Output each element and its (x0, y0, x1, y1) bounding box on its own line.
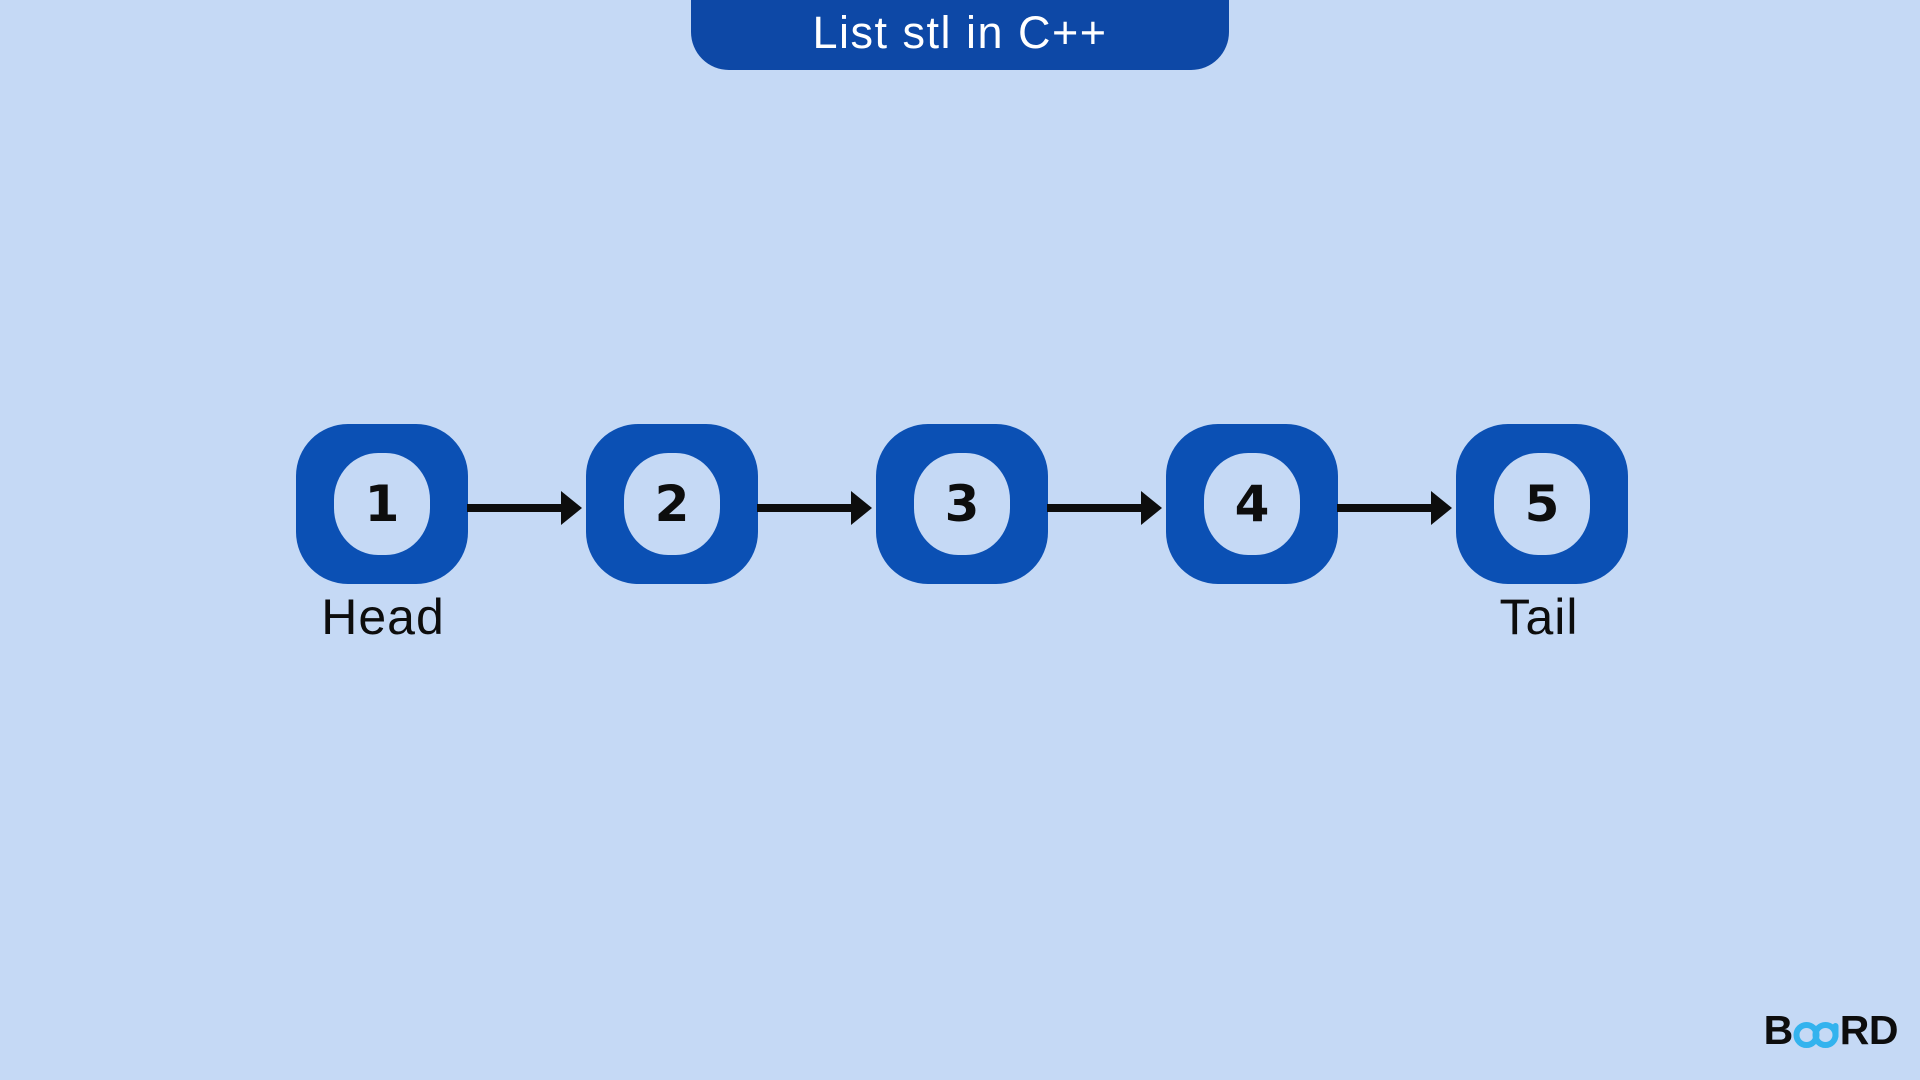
logo-text-rd: RD (1839, 1007, 1899, 1053)
list-node-1: 1 (296, 424, 468, 584)
tail-label: Tail (1499, 589, 1579, 645)
node-circle: 2 (624, 453, 720, 555)
arrow-right-icon (467, 504, 561, 512)
list-node-4: 4 (1166, 424, 1338, 584)
node-value: 5 (1524, 475, 1560, 533)
node-value: 3 (944, 475, 980, 533)
node-circle: 4 (1204, 453, 1300, 555)
node-circle: 5 (1494, 453, 1590, 555)
title-banner: List stl in C++ (691, 0, 1229, 70)
arrow-right-icon (757, 504, 851, 512)
logo-text-b: B (1763, 1007, 1794, 1053)
arrow-right-icon (1047, 504, 1141, 512)
list-node-3: 3 (876, 424, 1048, 584)
arrow-right-icon (1337, 504, 1431, 512)
board-logo: B RD (1763, 1007, 1899, 1054)
node-circle: 3 (914, 453, 1010, 555)
page-title: List stl in C++ (812, 7, 1108, 58)
infinity-icon (1793, 1021, 1839, 1048)
node-value: 4 (1234, 475, 1270, 533)
list-node-2: 2 (586, 424, 758, 584)
head-label: Head (321, 589, 445, 645)
node-value: 1 (364, 475, 400, 533)
node-circle: 1 (334, 453, 430, 555)
node-value: 2 (654, 475, 690, 533)
list-node-5: 5 (1456, 424, 1628, 584)
